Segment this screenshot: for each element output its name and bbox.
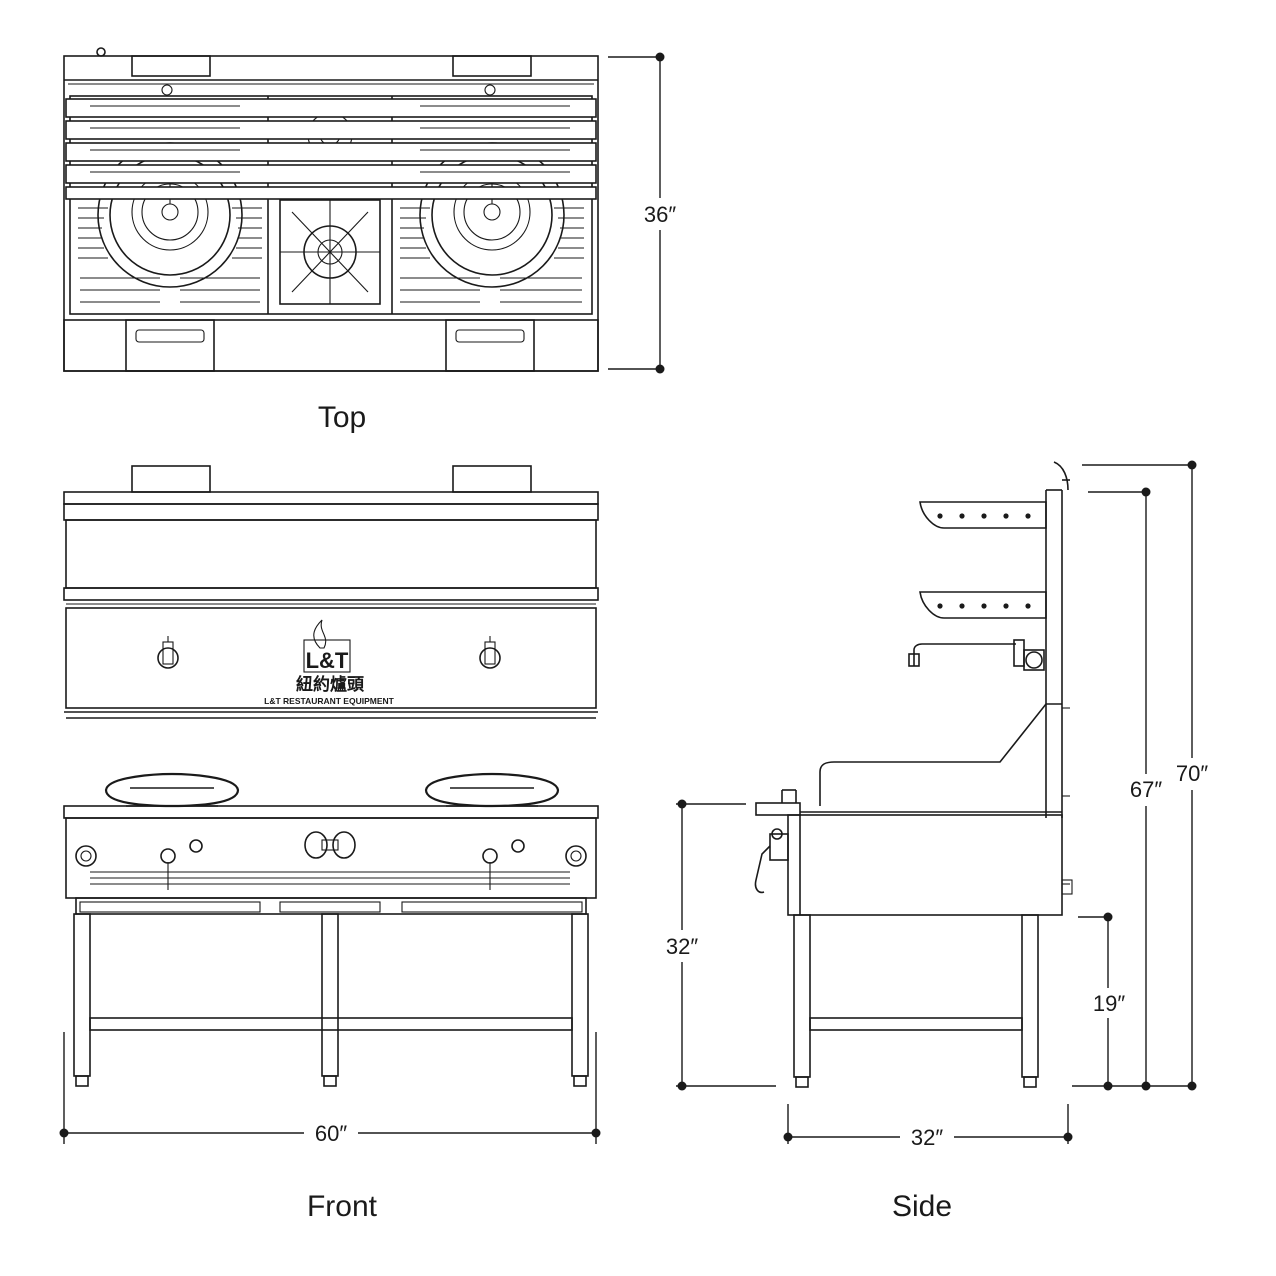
left-wok-ring [104,772,240,808]
top-view: 36″ Top [63,47,684,434]
counter-height-label: 32″ [666,934,698,959]
center-burner [279,112,381,305]
side-valve-handle [754,828,789,894]
side-faucet [908,639,1045,671]
panel-slots [90,871,570,885]
counter-height-dimension: 32″ [658,799,776,1091]
shelf-bracket-upper [919,501,1047,529]
logo-text: L&T [306,648,349,673]
overhead-shelves [65,98,597,200]
front-width-dimension: 60″ [59,1032,601,1148]
front-view-label: Front [307,1190,378,1223]
right-faucet [479,636,501,669]
company-name: L&T RESTAURANT EQUIPMENT [264,696,395,706]
center-knobs [304,831,356,859]
front-view: L&T 紐約爐頭 L&T RESTAURANT EQUIPMENT [59,465,601,1223]
side-depth-label: 32″ [911,1125,943,1150]
left-faucet [157,636,179,669]
side-view-label: Side [892,1190,952,1223]
brand-logo: L&T 紐約爐頭 L&T RESTAURANT EQUIPMENT [264,619,395,706]
slot-pattern [78,207,584,303]
top-depth-label: 36″ [644,202,676,227]
front-legs [73,913,589,1087]
overall-height-label: 70″ [1176,761,1208,786]
splash-height-dimension: 67″ [1088,487,1170,1091]
side-depth-dimension: 32″ [783,1104,1073,1152]
side-legs [793,914,1039,1088]
side-view: 32″ 32″ 19″ 67″ [658,460,1216,1223]
top-view-label: Top [318,401,366,434]
splash-height-label: 67″ [1130,777,1162,802]
chinese-name: 紐約爐頭 [296,674,365,694]
right-wok-ring [424,772,560,808]
shelf-bracket-lower [919,591,1047,619]
top-depth-dimension: 36″ [608,52,684,374]
front-width-label: 60″ [315,1121,347,1146]
leg-height-dimension: 19″ [1072,912,1196,1091]
overall-height-dimension: 70″ [1082,460,1216,1091]
leg-height-label: 19″ [1093,991,1125,1016]
